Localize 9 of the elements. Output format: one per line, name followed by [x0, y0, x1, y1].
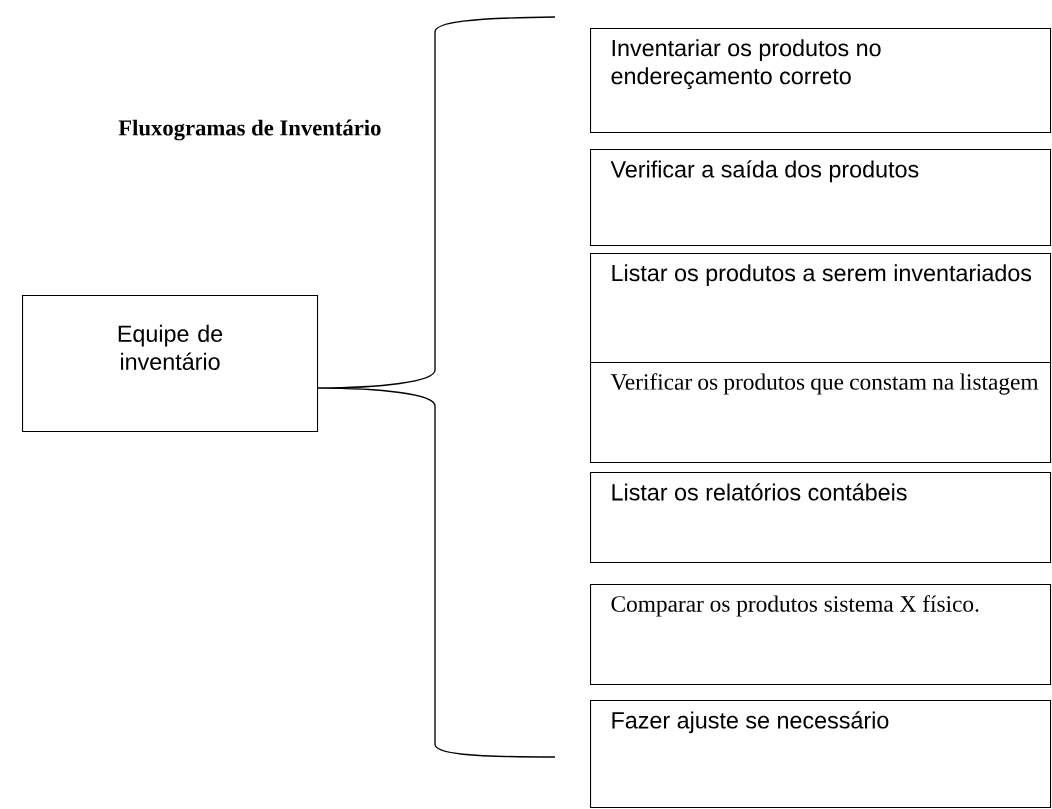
- process-box: Comparar os produtos sistema X físico.: [590, 584, 1052, 686]
- title: Fluxogramas de Inventário: [118, 119, 381, 141]
- process-box: Equipe de inventário: [22, 295, 319, 433]
- process-box: Verificar a saída dos produtos: [590, 149, 1052, 247]
- process-box: Listar os produtos a serem inventariados: [590, 253, 1052, 364]
- process-box: Fazer ajuste se necessário: [590, 700, 1052, 809]
- process-box: Inventariar os produtos no endereçamento correto: [590, 28, 1052, 134]
- process-box: Verificar os produtos que constam na listagem: [590, 362, 1052, 464]
- process-box: Listar os relatórios contábeis: [590, 472, 1052, 564]
